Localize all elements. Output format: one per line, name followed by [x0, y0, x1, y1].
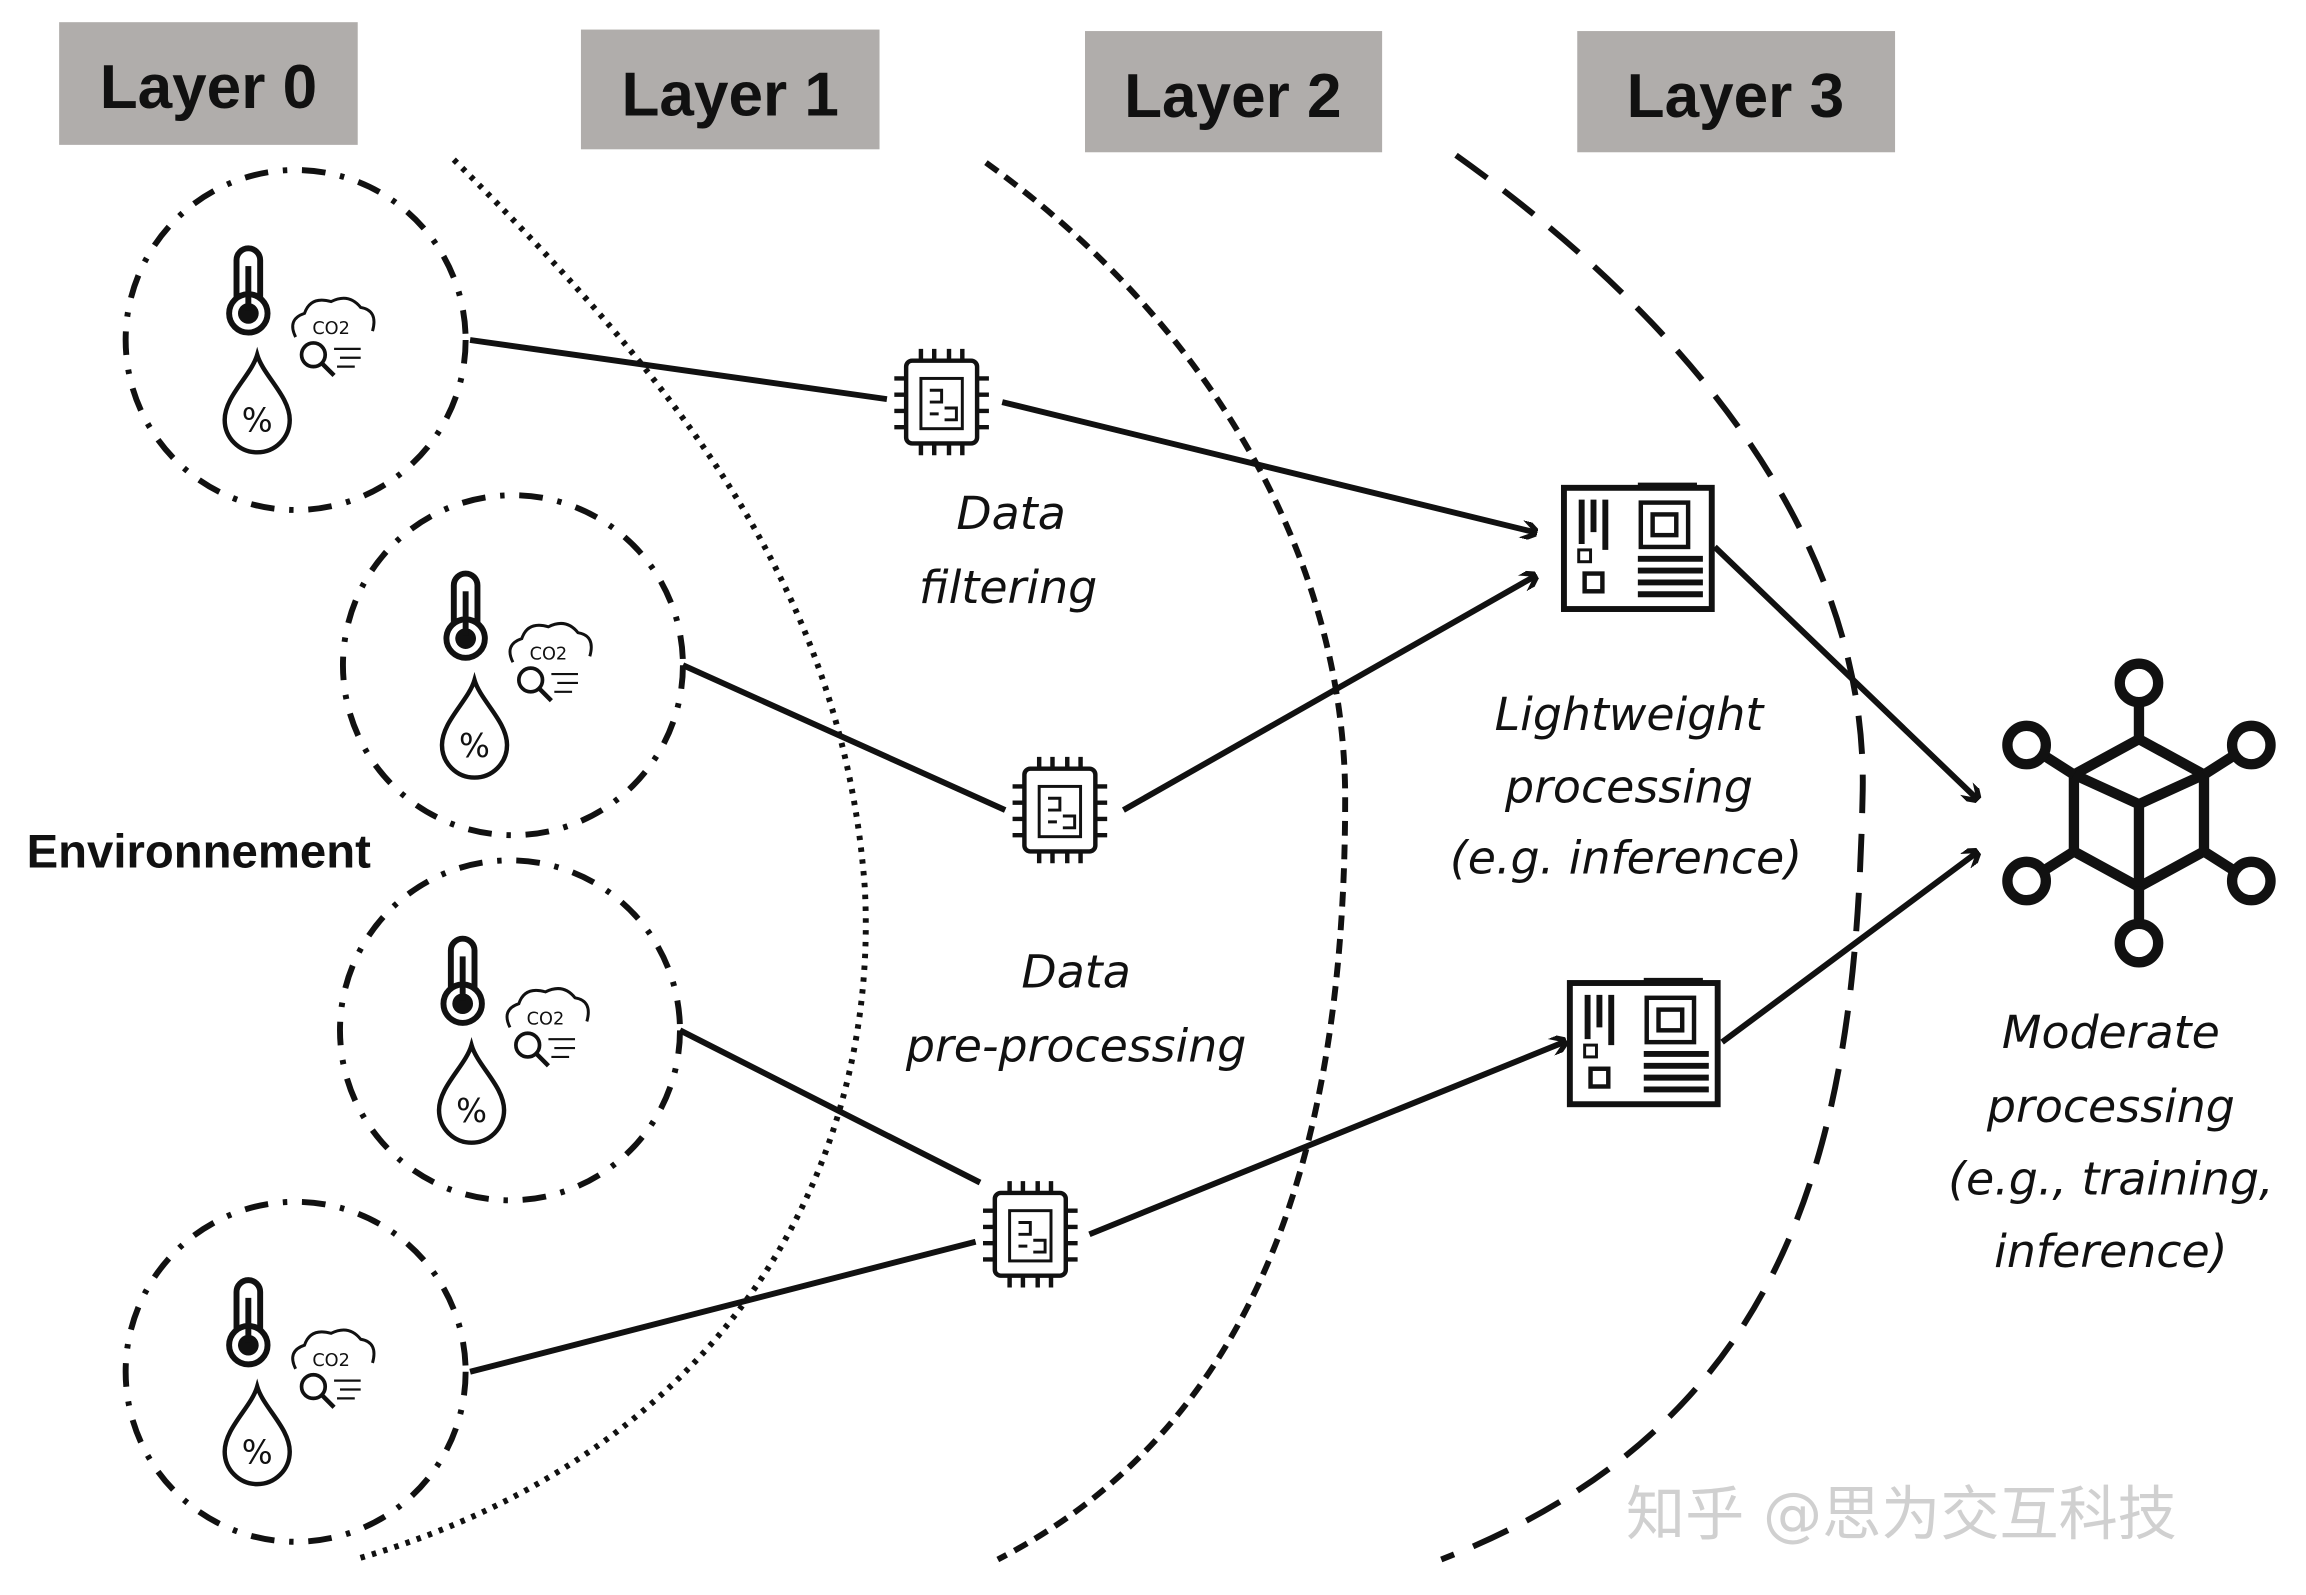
- humidity-drop-icon-text: %: [459, 727, 490, 765]
- label-line: processing: [1504, 760, 1753, 814]
- label-line: Moderate: [2002, 1005, 2220, 1059]
- data-preprocessing-label: Data pre-processing: [905, 944, 1247, 1072]
- label-line: Data: [956, 486, 1065, 540]
- layer-boundary-3: [1440, 152, 1866, 1563]
- sensor-cluster: CO2 %: [337, 857, 683, 1204]
- label-line: filtering: [919, 560, 1097, 614]
- co2-sensor-icon-text: CO2: [527, 1009, 565, 1029]
- sensor-cluster: CO2 %: [122, 167, 469, 513]
- motherboard-icon: [1570, 980, 1718, 1104]
- lightweight-processing-label: Lightweight processing (e.g. inference): [1450, 687, 1802, 884]
- humidity-drop-icon-text: %: [456, 1092, 487, 1130]
- label-line: Data: [1021, 944, 1130, 998]
- layer-header-2: Layer 2: [1085, 31, 1383, 153]
- connections: [469, 337, 1976, 1375]
- label-line: (e.g. inference): [1450, 831, 1802, 885]
- microcontroller-chip-icon: [894, 349, 989, 455]
- layer-header-label: Layer 0: [100, 53, 317, 122]
- sensor-cluster: CO2 %: [122, 1198, 469, 1545]
- layer-header-3: Layer 3: [1577, 31, 1896, 153]
- label-line: processing: [1986, 1079, 2235, 1133]
- layer-boundary-2: [984, 160, 1349, 1563]
- label-line: Lightweight: [1495, 687, 1766, 741]
- co2-sensor-icon-text: CO2: [312, 319, 350, 339]
- co2-sensor-icon-text: CO2: [530, 644, 568, 664]
- network-cube-icon: [2002, 658, 2276, 968]
- watermark: 知乎 @思为交互科技: [1626, 1479, 2177, 1548]
- humidity-drop-icon-text: %: [242, 1433, 273, 1471]
- data-filtering-label: Data filtering: [919, 486, 1097, 614]
- microcontroller-chip-icon: [983, 1181, 1078, 1287]
- layer-header-label: Layer 2: [1124, 62, 1341, 131]
- layer-header-0: Layer 0: [59, 22, 358, 145]
- label-line: (e.g., training,: [1948, 1151, 2273, 1205]
- label-line: inference): [1994, 1224, 2227, 1278]
- layer-header-label: Layer 3: [1627, 62, 1844, 131]
- sensor-cluster: CO2 %: [339, 492, 686, 839]
- moderate-processing-label: Moderate processing (e.g., training, inf…: [1948, 1005, 2273, 1278]
- environment-label: Environnement: [27, 826, 372, 879]
- co2-sensor-icon-text: CO2: [312, 1351, 350, 1371]
- microcontroller-chip-icon: [1013, 757, 1108, 863]
- layer-header-label: Layer 1: [622, 60, 839, 129]
- motherboard-icon: [1564, 485, 1712, 609]
- label-line: pre-processing: [905, 1018, 1247, 1072]
- layer-boundary-1: [353, 157, 869, 1563]
- layer-header-1: Layer 1: [580, 29, 880, 150]
- humidity-drop-icon-text: %: [242, 402, 273, 440]
